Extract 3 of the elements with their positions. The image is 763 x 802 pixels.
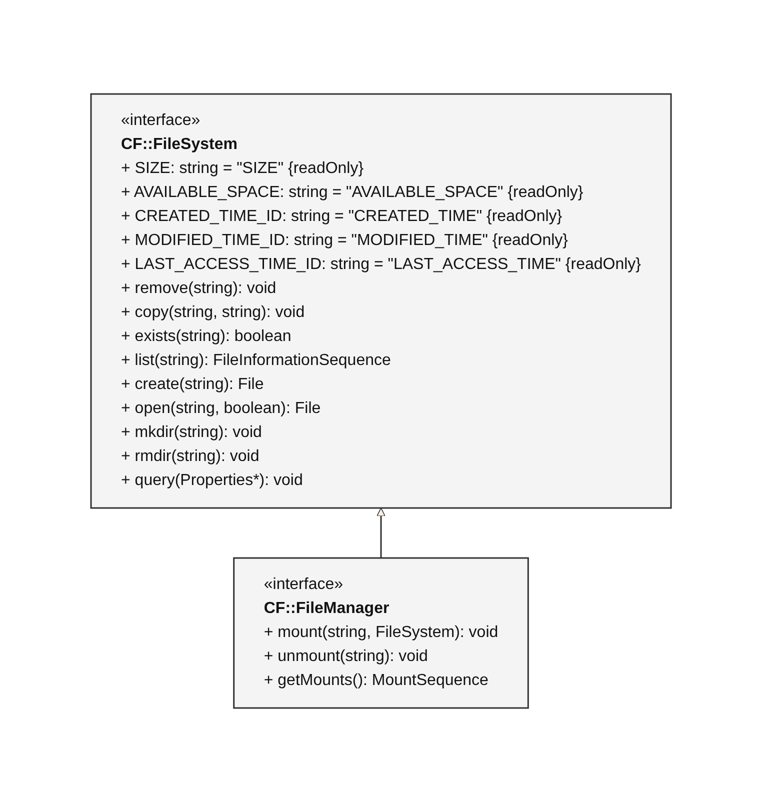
node-box: «interface» CF::FileManager + mount(string, FileSystem): void + unmount(string): void + getMounts(): MountSequence (234, 557, 530, 709)
node-box: «interface» CF::FileSystem + SIZE: string = "SIZE" {readOnly} + AVAILABLE_SPACE: string = "AVAILABLE_SPACE" {readOnly} + CREATED_TIME_ID: string = "CREATED_TIME" {readOnly} + MODIFIED_TIME_ID: string = "MODIFIED_TIME" {readOnly} + LAST_ACCESS_TIME_ID: string = "LAST_ACCESS_TIME" {readOnly} + remove(string): void + copy(string, string): void + exists(string): boolean + list(string): FileInformationSequence + create(string): File + open(string, boolean): File + mkdir(string): void + rmdir(string): void + query(Properties*): void (90, 93, 672, 509)
arrow (377, 508, 386, 558)
